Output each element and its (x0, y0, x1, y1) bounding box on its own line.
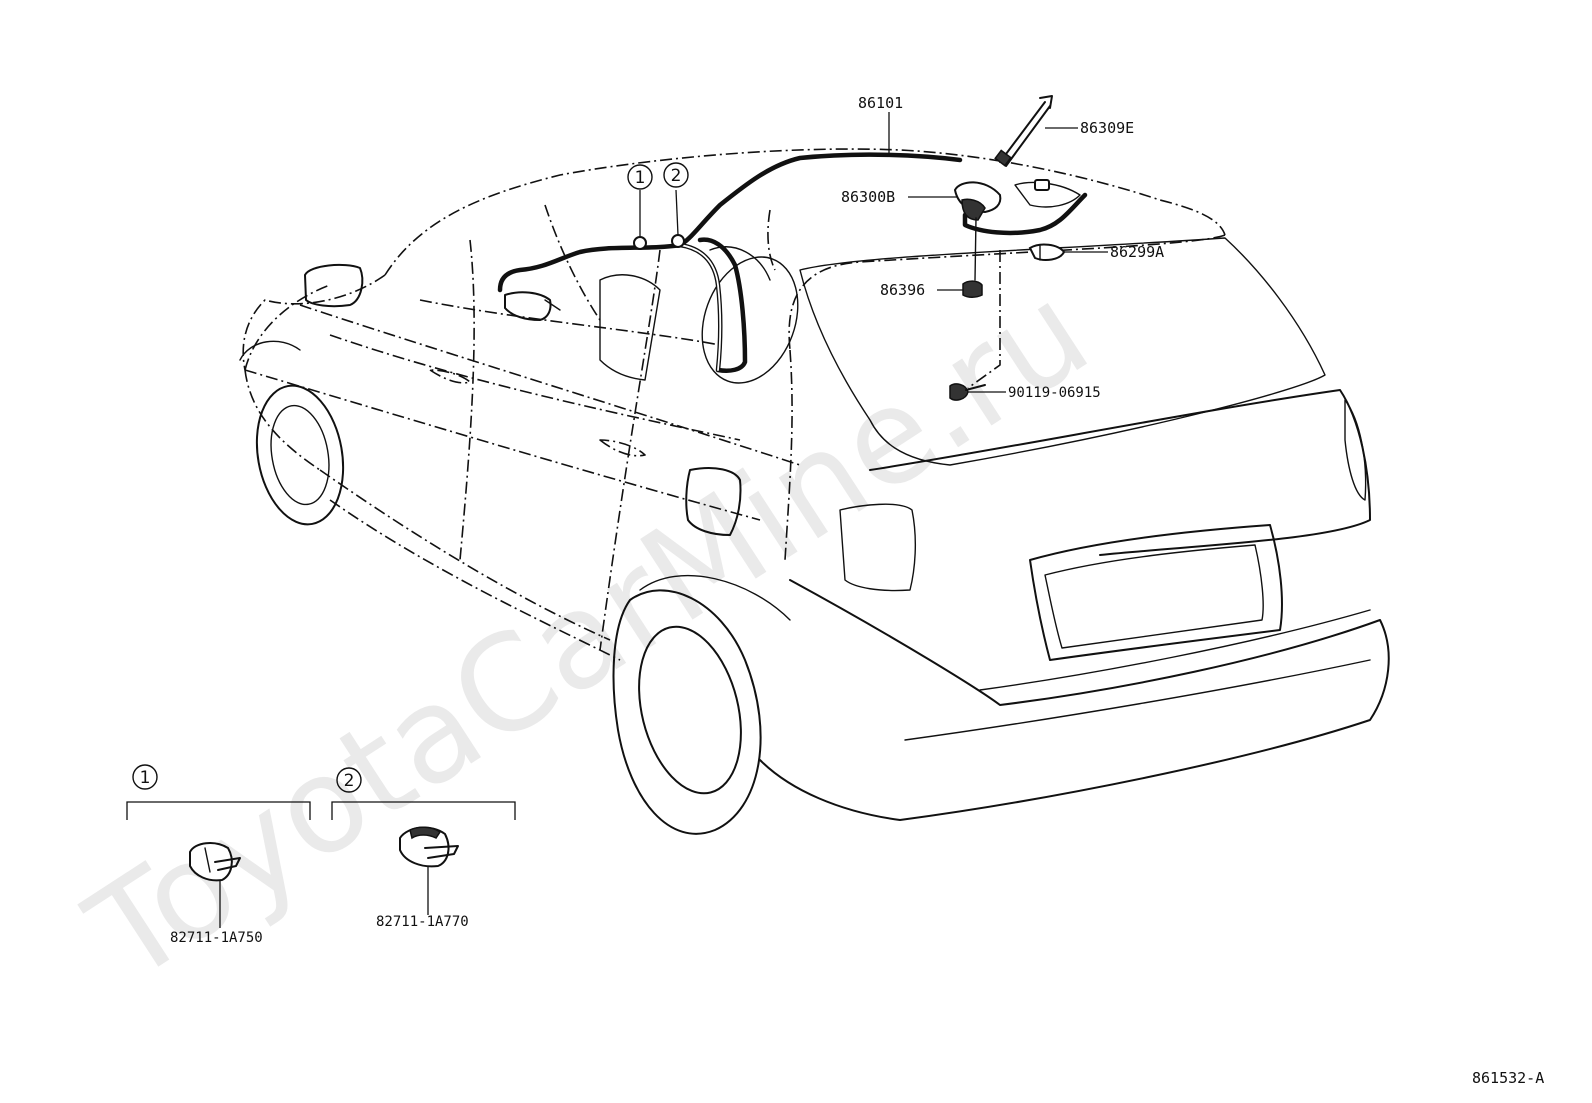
inset-1: 1 82711-1A750 (126, 764, 311, 946)
marker-1: 1 (627, 164, 653, 190)
svg-text:2: 2 (671, 166, 682, 186)
inset-1-part-number: 82711-1A750 (170, 930, 263, 946)
callout-86396: 86396 (880, 281, 925, 299)
screw (949, 383, 986, 401)
clip-point-1 (633, 236, 647, 250)
inset-1-marker: 1 (140, 768, 151, 788)
assembly-line (967, 250, 1001, 389)
callout-86309E: 86309E (1080, 119, 1134, 137)
cable-clamp (1028, 243, 1066, 261)
base-stem (974, 217, 977, 281)
callout-86299A: 86299A (1110, 243, 1164, 261)
marker-2: 2 (663, 162, 689, 188)
antenna-base (953, 179, 1081, 221)
vehicle-solid (239, 237, 1390, 835)
clip-point-2 (671, 234, 685, 248)
leader-lines (639, 112, 1108, 393)
diagram-code: 861532-A (1472, 1069, 1544, 1087)
inset-2: 2 82711-1A770 (331, 767, 516, 930)
callout-86300B: 86300B (841, 188, 895, 206)
antenna-rod (994, 95, 1053, 167)
grommet (962, 280, 983, 298)
svg-text:1: 1 (635, 168, 646, 188)
inset-2-marker: 2 (344, 771, 355, 791)
inset-2-part-number: 82711-1A770 (376, 914, 469, 930)
callout-90119-06915: 90119-06915 (1008, 385, 1101, 401)
callout-86101: 86101 (858, 94, 903, 112)
